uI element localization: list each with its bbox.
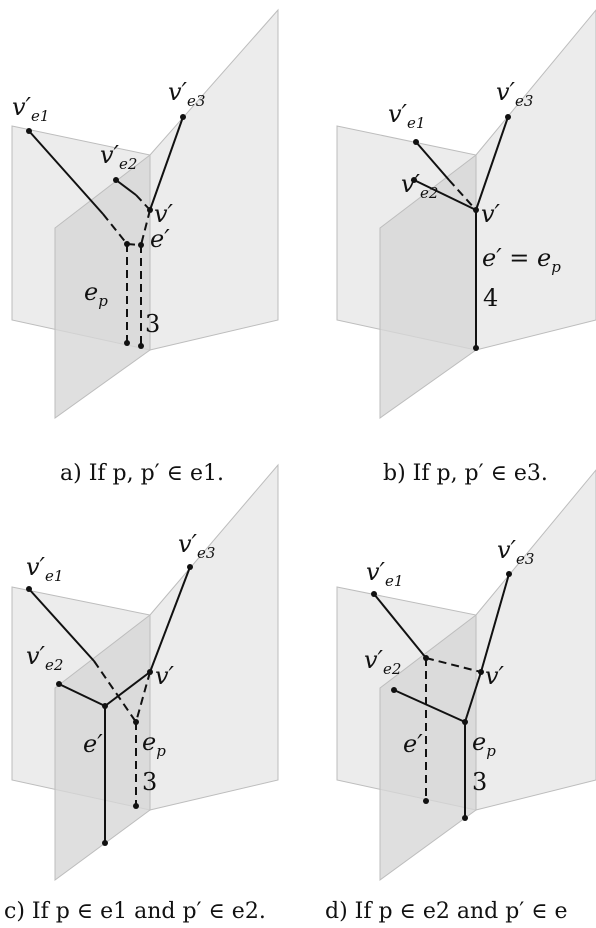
plane-front: [379, 613, 477, 881]
caption-c: c) If p ∈ e1 and p′ ∈ e2.: [4, 899, 266, 924]
vertex-ve1: [413, 139, 419, 145]
edge-e3: [480, 573, 510, 673]
edge-e1-solid: [28, 588, 95, 662]
panel-a: v′e1 v′e2 v′e3 v′ e′ ep 3: [11, 8, 279, 419]
edge-e1-dashed: [448, 179, 477, 211]
label-ve3: v′e3: [178, 530, 215, 562]
label-e-prime: e′: [150, 225, 170, 253]
label-weight-3: 3: [472, 768, 487, 796]
vertex-p: [133, 719, 139, 725]
label-ve3: v′e3: [496, 78, 533, 110]
edge-e1: [373, 593, 427, 659]
edge-e1-solid: [28, 130, 104, 215]
vertex-v: [147, 669, 153, 675]
vertex-ve2: [56, 681, 62, 687]
edge-e3: [149, 116, 184, 211]
label-ve1: v′e1: [388, 100, 425, 132]
label-ve2: v′e2: [401, 170, 438, 202]
vertex-ve3: [187, 564, 193, 570]
label-ve2: v′e2: [100, 141, 137, 173]
label-ve2: v′e2: [26, 642, 63, 674]
plane-right: [149, 463, 279, 811]
vertex-end-1: [102, 840, 108, 846]
label-ep: ep: [472, 728, 496, 760]
edge-e2: [393, 689, 466, 723]
edge-e2: [413, 179, 477, 211]
edge-to-v: [140, 209, 151, 246]
caption-b: b) If p, p′ ∈ e3.: [383, 461, 548, 486]
edge-to-v: [104, 671, 151, 707]
vertex-ve1: [371, 591, 377, 597]
vertex-v: [478, 669, 484, 675]
vertex-end-1: [423, 798, 429, 804]
edge-v-to-p: [464, 671, 482, 723]
vertex-ve1: [26, 128, 32, 134]
panel-c: v′e1 v′e2 v′e3 v′ e′ ep 3: [11, 463, 279, 881]
edge-e1: [415, 141, 450, 181]
vertex-p-prime: [102, 703, 108, 709]
edge-e3: [149, 566, 191, 673]
label-v: v′: [155, 662, 175, 690]
label-ep: ep: [84, 278, 108, 310]
vertex-ve2: [391, 687, 397, 693]
panel-b: v′e1 v′e2 v′e3 v′ e′ = ep 4: [336, 9, 596, 419]
vertex-v: [147, 207, 153, 213]
edge-e2: [58, 683, 106, 707]
vertex-ve3: [180, 114, 186, 120]
vertex-end-1: [124, 340, 130, 346]
label-ve2: v′e2: [364, 646, 401, 678]
vertex-end-2: [133, 803, 139, 809]
plane-right: [149, 8, 279, 351]
caption-d: d) If p ∈ e2 and p′ ∈ e: [325, 899, 568, 924]
caption-a: a) If p, p′ ∈ e1.: [60, 461, 224, 486]
label-weight-3: 3: [142, 768, 157, 796]
vertex-ve2: [113, 177, 119, 183]
edge-e3: [475, 116, 509, 211]
label-v: v′: [485, 662, 505, 690]
plane-front: [54, 613, 151, 881]
edge-e1-dashed: [102, 213, 128, 245]
label-ep: ep: [142, 728, 166, 760]
vertex-ve3: [505, 114, 511, 120]
vertex-p-prime: [138, 242, 144, 248]
label-ve1: v′e1: [366, 558, 403, 590]
label-ve1: v′e1: [26, 553, 63, 585]
edge-e2-solid: [115, 179, 137, 196]
label-weight-4: 4: [483, 284, 498, 312]
vertex-end-2: [138, 343, 144, 349]
label-e-prime: e′: [403, 730, 423, 758]
vertex-ve1: [26, 586, 32, 592]
connector: [425, 657, 482, 673]
label-e-prime-eq-ep: e′ = ep: [482, 244, 561, 276]
label-ve1: v′e1: [12, 93, 49, 125]
edge-e2-dashed: [135, 194, 151, 211]
vertex-p: [124, 241, 130, 247]
label-ve3: v′e3: [168, 78, 205, 110]
label-weight-3: 3: [145, 310, 160, 338]
vertex-p-prime: [423, 655, 429, 661]
label-e-prime: e′: [83, 730, 103, 758]
vertex-end: [473, 345, 479, 351]
label-v: v′: [154, 200, 174, 228]
panel-d: v′e1 v′e2 v′e3 v′ e′ ep 3: [336, 469, 596, 881]
vertex-p: [462, 719, 468, 725]
vertex-ve3: [506, 571, 512, 577]
label-v: v′: [481, 200, 501, 228]
edge-v-to-p: [135, 671, 151, 723]
label-ve3: v′e3: [497, 536, 534, 568]
vertex-v: [473, 207, 479, 213]
vertex-end-2: [462, 815, 468, 821]
vertex-ve2: [411, 177, 417, 183]
